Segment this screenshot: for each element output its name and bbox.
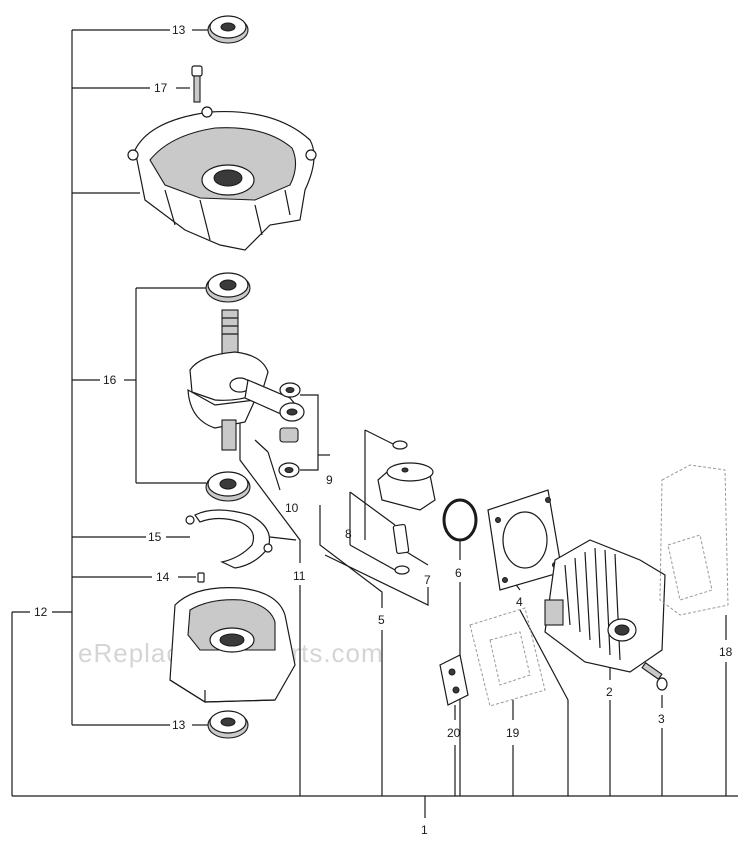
callout-14: 14	[156, 570, 170, 584]
crankcase-lower	[169, 587, 296, 703]
callout-20: 20	[447, 726, 461, 740]
oil-seal-bottom	[207, 710, 249, 739]
callout-4: 4	[516, 595, 523, 609]
crankcase-gasket	[185, 509, 273, 569]
callout-1: 1	[421, 823, 428, 837]
cover-outline	[659, 464, 729, 616]
callout-10: 10	[285, 501, 299, 515]
callout-19: 19	[506, 726, 520, 740]
leader-lines	[11, 29, 738, 818]
bolt-17	[191, 65, 203, 103]
callout-9: 9	[326, 473, 333, 487]
piston-ring	[442, 498, 478, 542]
oil-seal-top	[207, 15, 249, 44]
cylinder	[544, 539, 666, 673]
dowel-pin	[197, 572, 205, 583]
cylinder-gasket	[487, 489, 563, 591]
callout-18: 18	[719, 645, 733, 659]
insulator-outline	[469, 607, 546, 707]
callout-3: 3	[658, 712, 665, 726]
piston	[377, 440, 436, 575]
small-gasket	[439, 654, 469, 706]
bearing-upper	[205, 272, 251, 303]
bearing-lower	[205, 471, 251, 502]
needle-bearing-parts	[278, 382, 301, 478]
callout-13-top: 13	[172, 23, 186, 37]
crankshaft	[187, 309, 305, 451]
callout-6: 6	[455, 566, 462, 580]
callout-17: 17	[154, 81, 168, 95]
callout-8: 8	[345, 527, 352, 541]
callout-11: 11	[293, 569, 306, 583]
callout-15: 15	[148, 530, 162, 544]
bolt-3	[641, 662, 668, 691]
crankcase-upper	[127, 106, 317, 251]
callout-12: 12	[34, 605, 48, 619]
callout-13-bottom: 13	[172, 718, 186, 732]
callout-16: 16	[103, 373, 117, 387]
callout-2: 2	[606, 685, 613, 699]
callout-7: 7	[424, 573, 431, 587]
callouts: 13 17 16 15 14 12 13 9 10 11 8 7 6 5 4 2…	[34, 23, 733, 837]
callout-5: 5	[378, 613, 385, 627]
